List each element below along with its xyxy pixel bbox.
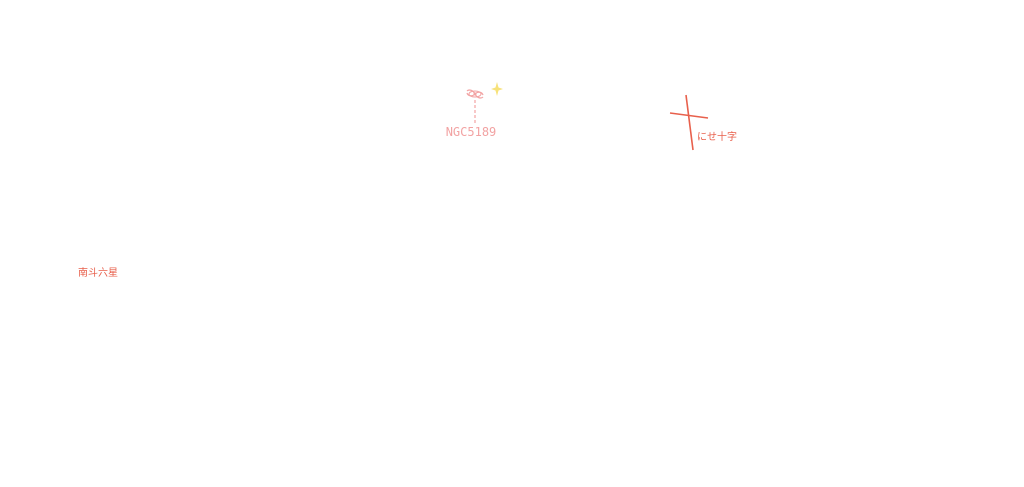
sparkle-icon xyxy=(491,82,503,96)
galaxy-icon[interactable] xyxy=(466,89,484,99)
galaxy-label[interactable]: NGC5189 xyxy=(446,125,497,139)
false-cross-asterism xyxy=(669,94,709,151)
asterism-label-false-cross[interactable]: にせ十字 xyxy=(697,130,737,143)
asterism-label-southern-dipper[interactable]: 南斗六星 xyxy=(78,266,118,279)
